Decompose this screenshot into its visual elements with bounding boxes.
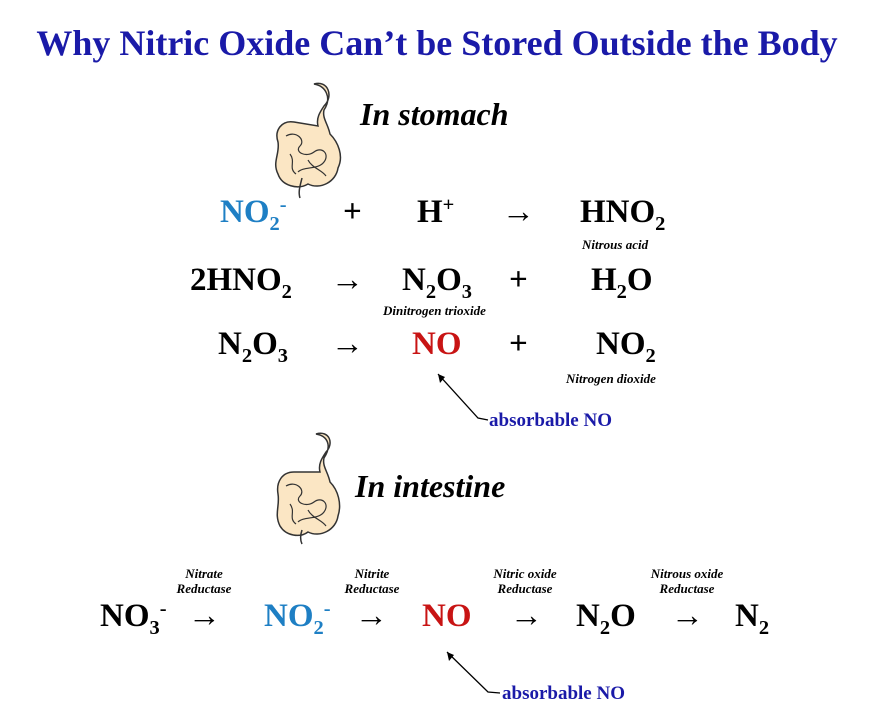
reaction-arrow: → [331, 326, 364, 362]
reaction-arrow: → [671, 598, 704, 634]
nitrogen-dioxide: NO2 [596, 326, 656, 367]
nitric-oxide: NO [422, 598, 472, 634]
reaction-arrow: → [502, 194, 535, 230]
nitrogen-gas: N2 [735, 598, 770, 639]
pointer-line [446, 651, 501, 694]
pointer-arrowhead [447, 652, 454, 661]
reaction-arrow: → [510, 598, 543, 634]
nitrogen-dioxide-label: Nitrogen dioxide [566, 371, 656, 386]
nitrous-oxide: N2O [576, 598, 636, 639]
plus-sign: + [509, 326, 528, 362]
nitrous-acid-label: Nitrous acid [582, 237, 649, 252]
intestine-icon [275, 82, 342, 199]
dinitrogen-trioxide-reactant: N2O3 [218, 326, 288, 367]
nitrite-reactant: NO2- [220, 193, 287, 235]
nitrite: NO2- [264, 597, 331, 639]
plus-sign: + [509, 262, 528, 298]
dinitrogen-trioxide: N2O3 [402, 262, 472, 303]
nitrate: NO3- [100, 597, 167, 639]
water: H2O [591, 262, 653, 303]
nitrous-acid-reactant: 2HNO2 [190, 262, 292, 303]
nitrous-acid: HNO2 [580, 194, 666, 235]
intestine-icon [276, 432, 341, 545]
stomach-heading: In stomach [360, 96, 509, 132]
pointer-line [437, 373, 489, 421]
absorbable-no-label: absorbable NO [489, 410, 612, 431]
page-title: Why Nitric Oxide Can’t be Stored Outside… [36, 23, 838, 63]
reaction-arrow: → [331, 262, 364, 298]
reaction-arrow: → [355, 598, 388, 634]
plus-sign: + [343, 194, 362, 230]
dinitrogen-trioxide-label: Dinitrogen trioxide [383, 303, 486, 318]
hydrogen-ion: H+ [417, 193, 455, 230]
absorbable-no-label: absorbable NO [502, 683, 625, 704]
nitric-oxide-product: NO [412, 326, 462, 362]
reaction-arrow: → [188, 598, 221, 634]
pointer-arrowhead [438, 374, 445, 383]
intestine-heading: In intestine [355, 468, 506, 504]
